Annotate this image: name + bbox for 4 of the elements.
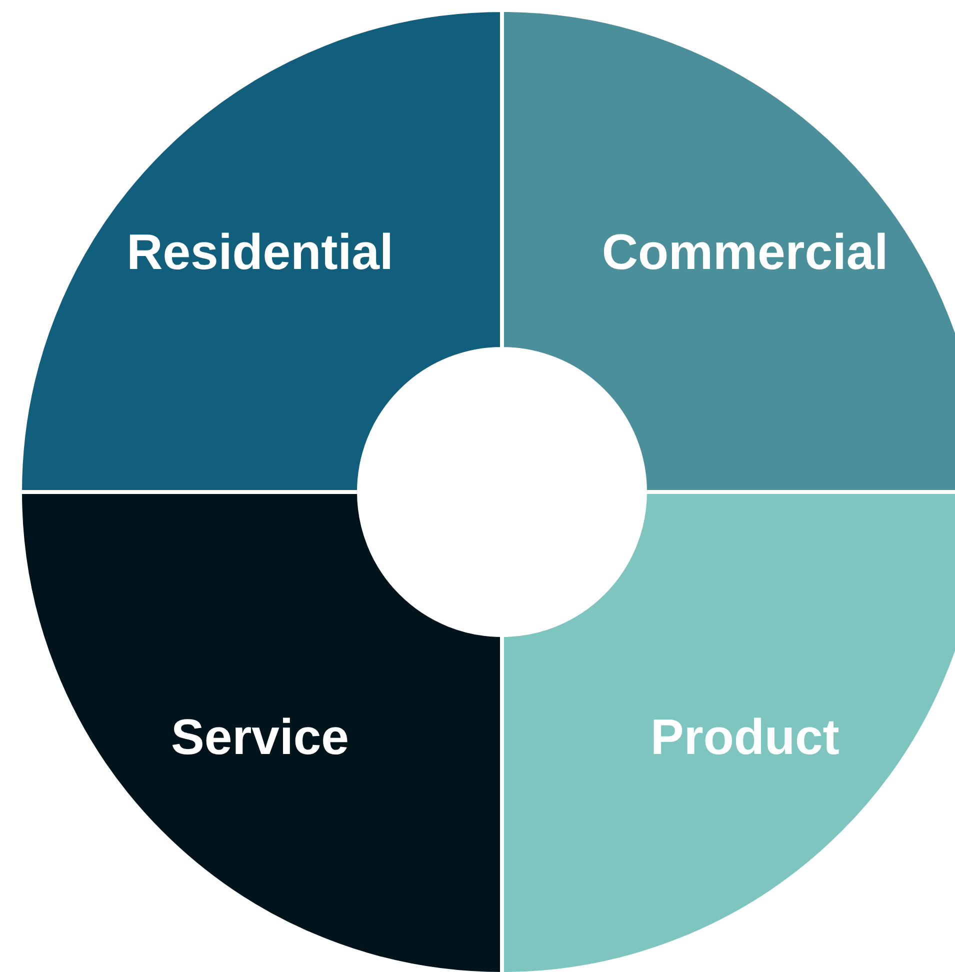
segment-label: Product — [650, 708, 840, 766]
segment-label: Service — [171, 708, 349, 766]
segment-label: Commercial — [602, 223, 888, 281]
segment-label: Residential — [126, 223, 394, 281]
